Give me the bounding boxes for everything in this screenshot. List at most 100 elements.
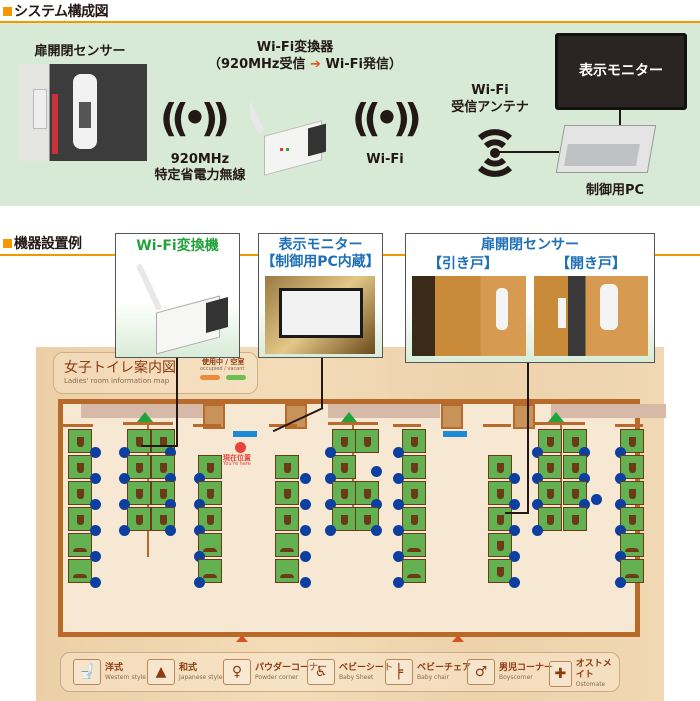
you-are-here-label: 現在位置 xyxy=(223,454,251,462)
toilet-stall xyxy=(332,481,356,505)
sink-counter-left xyxy=(81,404,206,418)
pillar xyxy=(203,404,225,429)
display-monitor: 表示モニター xyxy=(555,33,687,110)
door-sensor-dot xyxy=(532,447,543,458)
door-sensor-dot xyxy=(615,525,626,536)
toilet-stall xyxy=(68,481,92,505)
pillar xyxy=(441,404,463,429)
door-sensor-dot xyxy=(300,551,311,562)
door-sensor-dot xyxy=(393,473,404,484)
system-diagram-title: システム構成図 xyxy=(3,1,109,21)
door-sensor-dot xyxy=(194,577,205,588)
toilet-stall xyxy=(402,429,426,453)
door-sensor-dot xyxy=(591,494,602,505)
exit-arrow-icon xyxy=(452,635,464,642)
door-sensor-dot xyxy=(165,473,176,484)
toilet-stall xyxy=(198,481,222,505)
door-sensor-dot xyxy=(300,577,311,588)
door-sensor-dot xyxy=(615,577,626,588)
partition-wall xyxy=(615,424,643,427)
toilet-stall xyxy=(332,455,356,479)
toilet-stall xyxy=(275,481,299,505)
door-sensor-dot xyxy=(393,551,404,562)
door-sensor-dot xyxy=(579,499,590,510)
door-sensor-dot xyxy=(194,499,205,510)
door-sensor-dot xyxy=(300,473,311,484)
status-legend-en: occupied / vacant xyxy=(200,366,245,372)
toilet-stall xyxy=(275,455,299,479)
section-divider xyxy=(0,21,700,23)
pointer-line-converter xyxy=(176,358,178,446)
door-sensor-dot xyxy=(532,499,543,510)
restroom-floor: 現在位置 You're here xyxy=(58,399,666,637)
converter-location-marker xyxy=(137,412,153,422)
toilet-stall xyxy=(68,533,92,557)
door-sensor-dot xyxy=(393,577,404,588)
ostomate-stall xyxy=(563,507,587,531)
door-sensor-dot xyxy=(393,499,404,510)
door-sensor-dot xyxy=(300,525,311,536)
exit-arrow-icon xyxy=(236,635,248,642)
monitor-photo xyxy=(265,276,375,354)
callout-monitor-subtitle: 【制御用PC内蔵】 xyxy=(261,254,380,270)
toilet-stall xyxy=(127,481,151,505)
door-sensor-dot xyxy=(165,499,176,510)
wave1-label-2: 特定省電力無線 xyxy=(154,168,246,183)
baby-sheet-icon: ♿ xyxy=(307,659,335,685)
status-legend-jp: 使用中 / 空室 xyxy=(202,358,245,366)
toilet-stall xyxy=(127,455,151,479)
wave1-label-1: 920MHz xyxy=(170,152,230,167)
door-sensor-dot xyxy=(90,577,101,588)
door-sensor-dot xyxy=(615,447,626,458)
door-sensor-dot xyxy=(615,551,626,562)
callout-sensor-sliding: 【引き戸】 xyxy=(428,256,498,272)
toilet-stall xyxy=(488,559,512,583)
door-sensor-dot xyxy=(579,473,590,484)
converter-location-marker xyxy=(548,412,564,422)
callout-monitor-title: 表示モニター xyxy=(278,237,363,253)
powder-corner-icon: ♀ xyxy=(223,659,251,685)
toilet-stall xyxy=(275,533,299,557)
door-sensor-dot xyxy=(509,473,520,484)
door-sensor-dot xyxy=(300,499,311,510)
callout-sensor-hinged: 【開き戸】 xyxy=(556,256,626,272)
section-marker-icon xyxy=(3,6,12,16)
door-sensor-dot xyxy=(90,551,101,562)
callout-converter-title: Wi-Fi変換機 xyxy=(136,238,219,254)
door-sensor-dot xyxy=(325,499,336,510)
door-sensor-dot xyxy=(119,525,130,536)
door-sensor-dot xyxy=(325,525,336,536)
partition-wall xyxy=(393,424,421,427)
arrow-right-icon: ➔ xyxy=(310,57,321,72)
door-sensor-dot xyxy=(194,551,205,562)
door-sensor-dot xyxy=(325,447,336,458)
toilet-stall xyxy=(332,507,356,531)
pointer-line-sensor xyxy=(527,363,529,513)
toilet-stall xyxy=(402,559,426,583)
radio-wave-920mhz-icon: ((•)) xyxy=(160,96,230,140)
antenna-photo xyxy=(135,263,163,311)
toilet-stall xyxy=(402,481,426,505)
door-sensor-dot xyxy=(90,499,101,510)
baby-chair-icon: ╞ xyxy=(385,659,413,685)
door-sensor-dot xyxy=(532,473,543,484)
toilet-stall xyxy=(402,533,426,557)
toilet-stall xyxy=(332,429,356,453)
toilet-stall xyxy=(402,455,426,479)
door-sensor-dot xyxy=(371,499,382,510)
sink-counter-right xyxy=(551,404,666,418)
door-sensor-dot xyxy=(509,499,520,510)
control-pc xyxy=(555,125,657,173)
sliding-door-sensor-photo xyxy=(412,276,526,356)
pillar xyxy=(513,404,535,429)
pointer-line-monitor xyxy=(321,358,323,408)
callout-wifi-converter: Wi-Fi変換機 xyxy=(115,233,240,358)
toilet-stall xyxy=(68,455,92,479)
toilet-stall xyxy=(127,507,151,531)
toilet-stall xyxy=(488,481,512,505)
